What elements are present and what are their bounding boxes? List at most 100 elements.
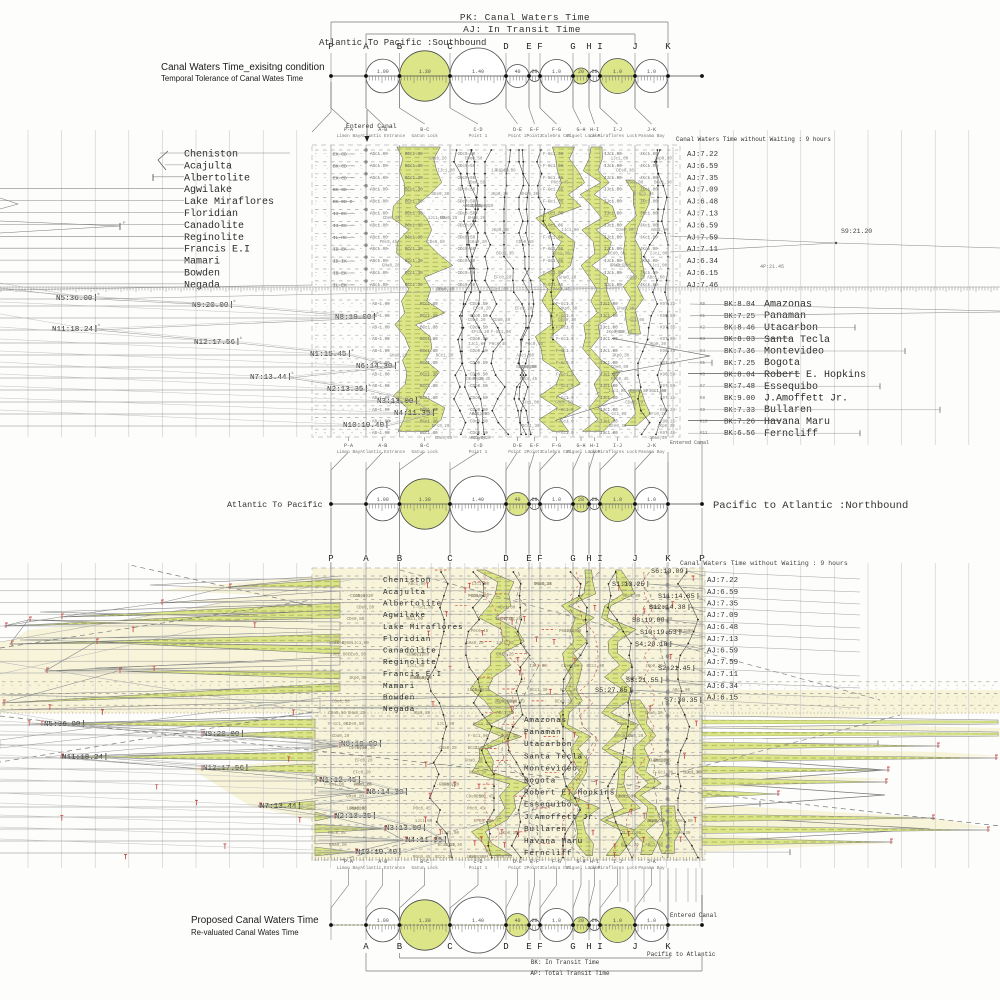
svg-text:IJc1.00: IJc1.00	[600, 315, 618, 319]
svg-text:Bogota: Bogota	[524, 778, 556, 786]
svg-text:Atlantic To Pacific :Southboun: Atlantic To Pacific :Southbound	[319, 38, 486, 48]
svg-text:IJc1.00: IJc1.00	[604, 213, 622, 217]
svg-text:20: 20	[578, 497, 584, 503]
svg-text:GHa0,20: GHa0,20	[349, 808, 367, 812]
svg-text:E-F: E-F	[530, 443, 539, 449]
svg-text:Ferncliff: Ferncliff	[764, 428, 818, 440]
svg-text:JKp0,30: JKp0,30	[654, 158, 672, 162]
svg-text:AJ:7.46: AJ:7.46	[687, 282, 718, 290]
svg-text:CDe0,50: CDe0,50	[465, 158, 483, 162]
svg-text:BCc1.30: BCc1.30	[405, 284, 423, 288]
svg-text:-CDc0.50: -CDc0.50	[455, 201, 476, 205]
svg-text:BCc1.30: BCc1.30	[420, 350, 438, 354]
svg-text:Re-valuated Canal Wates Time: Re-valuated Canal Wates Time	[191, 928, 299, 937]
svg-text:AB-1.00: AB-1.00	[372, 303, 390, 307]
svg-text:IJc1.00: IJc1.00	[600, 397, 618, 401]
svg-text:ID-EK: ID-EK	[333, 247, 347, 253]
svg-text:F-Gc1,06: F-Gc1,06	[324, 784, 345, 788]
svg-text:JKp0,30: JKp0,30	[490, 193, 508, 197]
svg-text:CDc0.50: CDc0.50	[470, 338, 488, 342]
svg-text:BCc1.30: BCc1.30	[405, 224, 423, 228]
svg-text:C: C	[447, 42, 453, 52]
svg-text:BK:7.33: BK:7.33	[724, 407, 755, 415]
svg-text:-CDc0.50: -CDc0.50	[455, 165, 476, 169]
svg-text:D: D	[503, 554, 508, 564]
svg-text:F-Gc1.0: F-Gc1.0	[556, 409, 574, 413]
svg-text:Atlantic Entrance: Atlantic Entrance	[360, 134, 405, 139]
svg-text:DEe0,30: DEe0,30	[349, 747, 367, 751]
svg-text:F-Gc1.0: F-Gc1.0	[556, 385, 574, 389]
svg-text:Ferncliff: Ferncliff	[524, 850, 572, 858]
svg-text:C-D: C-D	[473, 443, 482, 449]
svg-text:F: F	[537, 942, 542, 952]
svg-text:F-Gc1,06: F-Gc1,06	[611, 265, 632, 269]
svg-text:ABc1,00: ABc1,00	[472, 413, 490, 417]
svg-text:GHa0,20: GHa0,20	[559, 277, 577, 281]
svg-text:PK: Canal Waters Time: PK: Canal Waters Time	[460, 12, 590, 23]
svg-text:GHa0,20: GHa0,20	[521, 193, 539, 197]
svg-text:AB-1.00: AB-1.00	[372, 421, 390, 425]
svg-text:IJc1,00: IJc1,00	[608, 390, 626, 394]
svg-text:JKp0,30: JKp0,30	[647, 820, 665, 824]
svg-text:F-Gc1.0: F-Gc1.0	[556, 397, 574, 401]
svg-text:B: B	[397, 42, 403, 52]
svg-text:S6:10.09: S6:10.09	[651, 568, 684, 576]
svg-text:AB-1.00: AB-1.00	[372, 338, 390, 342]
svg-text:ABc1,00: ABc1,00	[496, 712, 514, 716]
svg-text:EFc0,20: EFc0,20	[504, 618, 522, 622]
svg-text:EK-CD: EK-CD	[333, 175, 347, 181]
svg-text:JKp0,30: JKp0,30	[385, 402, 403, 406]
svg-text:Miraflores Lock: Miraflores Lock	[598, 134, 638, 139]
svg-text:Bogota: Bogota	[764, 358, 800, 369]
svg-text:IB-EK: IB-EK	[333, 271, 347, 277]
svg-text:1Jc1,00: 1Jc1,00	[611, 158, 629, 162]
svg-text:Mamari: Mamari	[184, 256, 220, 268]
svg-text:1.0: 1.0	[552, 918, 561, 924]
svg-text:DEe0,30: DEe0,30	[410, 677, 428, 681]
svg-text:IJc1,00: IJc1,00	[650, 253, 668, 257]
svg-text:II-EC: II-EC	[333, 211, 347, 217]
svg-text:DEe0,30: DEe0,30	[466, 378, 484, 382]
svg-text:P0c0,45: P0c0,45	[553, 288, 571, 292]
svg-text:AJ:6.34: AJ:6.34	[707, 683, 739, 691]
svg-text:S8:19.00: S8:19.00	[632, 617, 665, 625]
svg-text:GHa0,20: GHa0,20	[382, 265, 400, 269]
svg-text:P: P	[699, 553, 705, 564]
svg-text:CDc0.50: CDc0.50	[470, 303, 488, 307]
svg-text:JKp0,30: JKp0,30	[494, 701, 512, 705]
svg-text:1Jc1,00: 1Jc1,00	[623, 832, 641, 836]
svg-text:IJc1.00: IJc1.00	[600, 338, 618, 342]
svg-text:Canal Waters Time without Wait: Canal Waters Time without Waiting : 9 ho…	[680, 560, 848, 567]
svg-text:DEe0,30: DEe0,30	[609, 425, 627, 429]
svg-text:CDe0,50: CDe0,50	[328, 712, 346, 716]
svg-text:AJ:6.34: AJ:6.34	[687, 258, 719, 266]
svg-text:k: k	[418, 395, 421, 400]
svg-text:CDc0.50: CDc0.50	[470, 362, 488, 366]
svg-text:P0c0,45: P0c0,45	[551, 181, 569, 185]
svg-text:K4: K4	[700, 350, 706, 354]
svg-text:Amazonas: Amazonas	[764, 300, 812, 311]
svg-text:GHa0,20: GHa0,20	[348, 712, 366, 716]
svg-text:-CDc0.50: -CDc0.50	[455, 248, 476, 252]
svg-text:EFc0,20: EFc0,20	[494, 277, 512, 281]
svg-text:1.00: 1.00	[377, 497, 389, 503]
svg-text:1Jc1,00: 1Jc1,00	[351, 642, 369, 646]
svg-text:ABc1.00: ABc1.00	[370, 213, 388, 217]
svg-text:EFc0,20: EFc0,20	[414, 677, 432, 681]
svg-text:BCc1.30: BCc1.30	[420, 362, 438, 366]
svg-text:F-Gc1,06: F-Gc1,06	[646, 390, 667, 394]
svg-text:BK:7.26: BK:7.26	[724, 419, 755, 427]
svg-text:BCc1,30: BCc1,30	[496, 253, 514, 257]
svg-text:1Jc1,00: 1Jc1,00	[467, 689, 485, 693]
svg-text:IL-EK: IL-EK	[333, 282, 347, 288]
svg-text:S7:30.35: S7:30.35	[665, 697, 698, 705]
svg-text:F-Gc1,06: F-Gc1,06	[652, 618, 673, 622]
svg-text:AJ:6.15: AJ:6.15	[707, 695, 738, 703]
svg-text:20: 20	[531, 918, 537, 924]
svg-text:B: B	[397, 554, 403, 564]
svg-text:DEe0,30: DEe0,30	[555, 701, 573, 705]
svg-text:F-Gc1.06: F-Gc1.06	[543, 153, 564, 157]
svg-text:Entered Canal: Entered Canal	[670, 440, 709, 446]
svg-text:JKp0,30: JKp0,30	[657, 425, 675, 429]
svg-text:GHa0,20: GHa0,20	[617, 308, 635, 312]
